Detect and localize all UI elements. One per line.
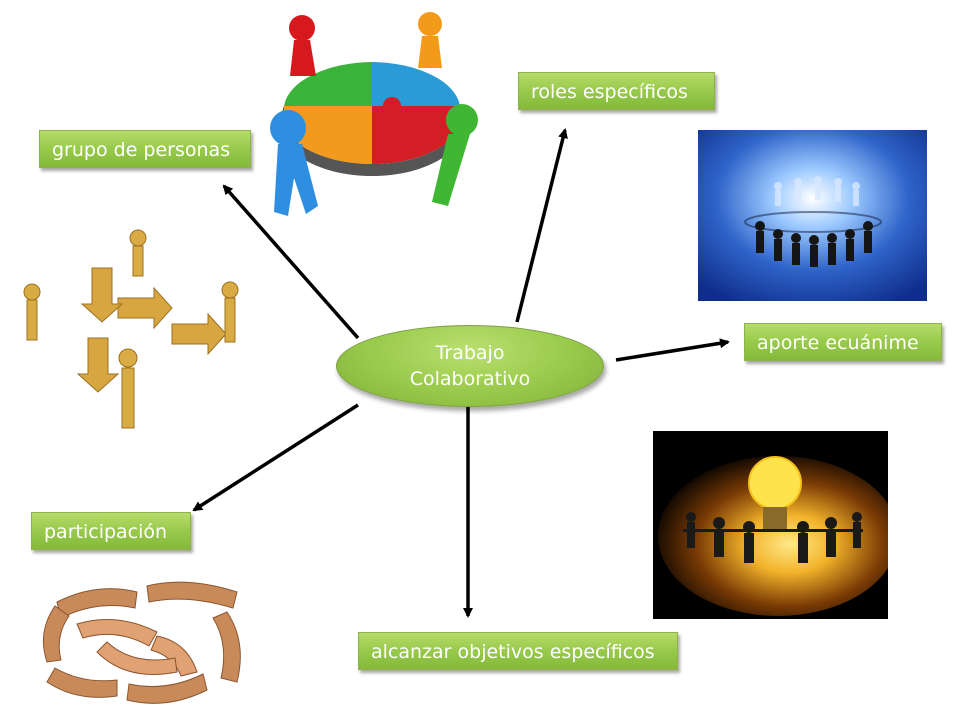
node-participacion: participación xyxy=(31,512,191,550)
node-aporte-ecuanime: aporte ecuánime xyxy=(744,323,942,361)
node-alcanzar-objetivos: alcanzar objetivos específicos xyxy=(358,632,678,670)
golden-arrows-team-image xyxy=(23,229,239,429)
center-title-line2: Colaborativo xyxy=(409,368,531,390)
center-title-line1: Trabajo xyxy=(435,342,505,364)
people-circle-blue-image xyxy=(698,130,927,301)
arrow-to-roles xyxy=(515,128,568,323)
lightbulb-team-image xyxy=(653,431,888,619)
center-node: Trabajo Colaborativo xyxy=(336,325,604,407)
node-roles-especificos: roles específicos xyxy=(518,72,715,110)
linked-hands-image xyxy=(37,572,251,712)
arrow-to-grupo xyxy=(222,184,360,340)
puzzle-team-image xyxy=(270,12,478,216)
arrow-to-aporte xyxy=(615,338,730,362)
node-grupo-de-personas: grupo de personas xyxy=(39,130,251,168)
arrow-to-participacion xyxy=(192,403,359,512)
